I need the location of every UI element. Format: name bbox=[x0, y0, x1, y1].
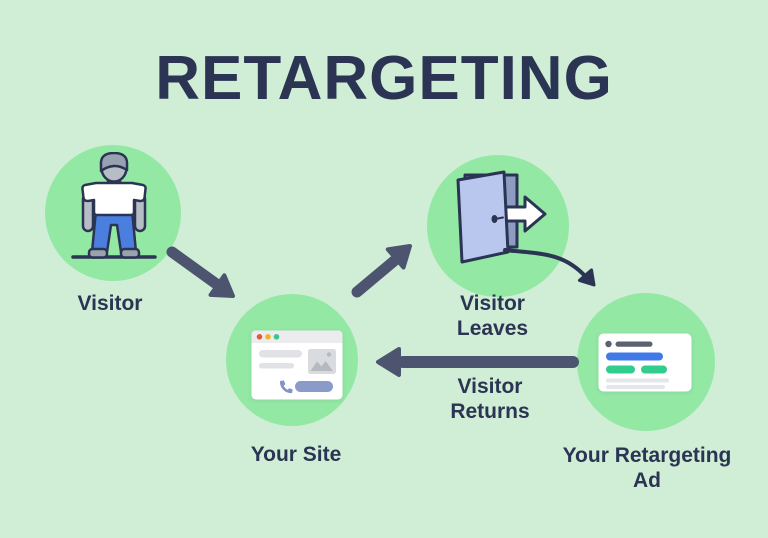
phone-icon bbox=[279, 380, 293, 394]
retargeting-ad-circle bbox=[577, 293, 715, 431]
your-site-circle bbox=[226, 294, 358, 426]
person-icon bbox=[71, 152, 157, 259]
visitor-label: Visitor bbox=[77, 292, 143, 315]
retargeting-ad-label: Your Retargeting Ad bbox=[562, 444, 732, 492]
ad-card-icon bbox=[598, 333, 692, 392]
arrow-visitor-to-site bbox=[166, 246, 235, 298]
doorknob bbox=[491, 215, 498, 223]
your-site-label: Your Site bbox=[250, 443, 342, 466]
arrow-ad-to-site bbox=[376, 347, 579, 377]
arrow-site-to-leaves bbox=[351, 244, 412, 298]
door-exit-icon bbox=[456, 170, 547, 264]
visitor-leaves-circle bbox=[427, 155, 569, 297]
visitor-leaves-label: Visitor Leaves bbox=[456, 292, 529, 340]
page-title: RETARGETING bbox=[155, 44, 613, 113]
browser-icon bbox=[251, 330, 343, 400]
visitor-returns-label: Visitor Returns bbox=[450, 375, 530, 423]
visitor-circle bbox=[45, 145, 181, 281]
